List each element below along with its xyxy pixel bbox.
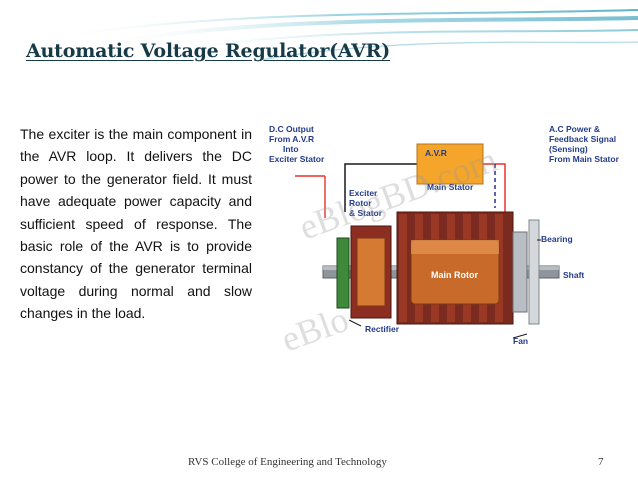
footer-institution: RVS College of Engineering and Technolog… [188,456,387,468]
ac-power-label: A.C Power & Feedback Signal (Sensing) Fr… [549,124,620,164]
avr-box-label: A.V.R [425,148,447,158]
rectifier-wheel [336,237,350,309]
dc-output-wire [344,163,417,212]
bearing [512,231,528,313]
rectifier-label: Rectifier [365,324,400,334]
main-stator-label: Main Stator [427,182,474,192]
bearing-label: Bearing [541,234,573,244]
exciter-label: Exciter Rotor & Stator [349,188,383,218]
header-swoosh [0,0,638,61]
fan [528,219,540,325]
avr-generator-diagram: A.V.R D.C Output From A.V.R Into Exciter… [265,120,625,360]
slide-title: Automatic Voltage Regulator(AVR) [26,40,390,62]
ac-power-wire [483,163,506,212]
slide-number: 7 [598,456,604,468]
exciter-rotor [356,237,386,307]
main-rotor-label: Main Rotor [431,270,478,280]
dc-output-label: D.C Output From A.V.R Into Exciter Stato… [269,124,325,164]
fan-label: Fan [513,336,528,346]
avr-box [416,143,484,185]
body-paragraph: The exciter is the main component in the… [20,126,252,322]
shaft-label: Shaft [563,270,584,280]
